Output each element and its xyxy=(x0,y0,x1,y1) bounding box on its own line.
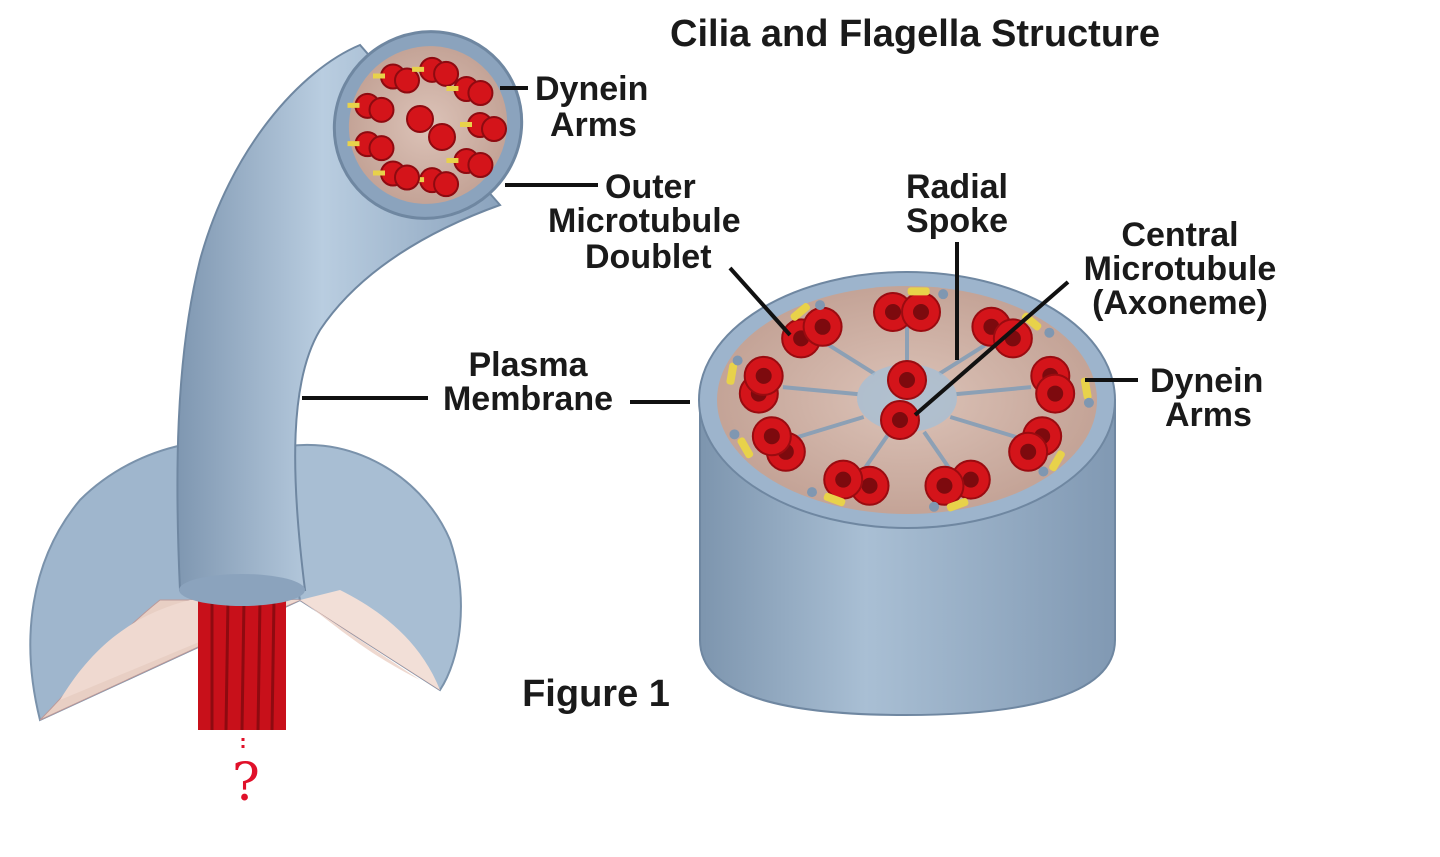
dynein-arm xyxy=(790,302,811,321)
svg-text:Arms: Arms xyxy=(550,106,637,144)
radial-spoke-line xyxy=(938,341,990,376)
membrane-link xyxy=(938,289,949,300)
label-radial-spoke: Radial Spoke xyxy=(906,168,1008,360)
doublet xyxy=(726,355,784,414)
tubule-b-lumen xyxy=(1020,443,1037,460)
cilium-tip-cross-section xyxy=(332,30,524,220)
tip-tubule xyxy=(394,67,420,94)
svg-text:Outer: Outer xyxy=(605,168,696,206)
svg-text:Dynein: Dynein xyxy=(1150,362,1263,400)
radial-spoke-line xyxy=(949,415,1017,439)
svg-text:Microtubule: Microtubule xyxy=(548,202,741,240)
svg-text:Arms: Arms xyxy=(1165,396,1252,434)
tubule-b-lumen xyxy=(913,304,929,320)
radial-spoke-line xyxy=(782,385,858,397)
svg-text:Spoke: Spoke xyxy=(906,202,1008,240)
membrane-link xyxy=(807,487,818,498)
tip-dynein xyxy=(446,157,459,163)
dynein-arm xyxy=(823,492,846,507)
tip-central xyxy=(406,105,434,133)
radial-spoke-line xyxy=(922,430,952,471)
membrane-link xyxy=(1038,466,1049,477)
membrane-link xyxy=(815,300,826,311)
tip-tubule xyxy=(467,80,494,107)
label-plasma-membrane: Plasma Membrane xyxy=(302,346,690,418)
tip-dynein xyxy=(460,122,472,127)
basal-body xyxy=(198,599,286,731)
dynein-arm xyxy=(907,287,930,296)
tip-tubule xyxy=(467,151,494,178)
doublet xyxy=(971,306,1055,359)
svg-text:Microtubule: Microtubule xyxy=(1084,250,1277,288)
tubule-b-lumen xyxy=(763,428,780,445)
dynein-arm xyxy=(737,437,754,459)
tubule-b-lumen xyxy=(1047,385,1064,402)
label-central-microtubule: Central Microtubule (Axoneme) xyxy=(913,216,1277,417)
svg-text:(Axoneme): (Axoneme) xyxy=(1092,284,1268,322)
radial-spoke-line xyxy=(797,415,865,439)
doublet xyxy=(1008,416,1065,477)
doublet xyxy=(729,416,806,472)
doublet xyxy=(781,300,843,359)
radial-spoke-line xyxy=(862,430,892,471)
outer-doublets xyxy=(726,287,1094,512)
dynein-arm xyxy=(1080,377,1092,400)
handwritten-question-mark: ? xyxy=(232,738,260,813)
label-dynein-arms-right: Dynein Arms xyxy=(1085,362,1263,434)
tubule-a-lumen xyxy=(885,304,901,320)
tubule-b-lumen xyxy=(814,318,831,335)
diagram-title: Cilia and Flagella Structure xyxy=(670,13,1160,55)
radial-spoke-line xyxy=(824,341,876,376)
doublet xyxy=(1030,355,1094,414)
tip-tubule xyxy=(368,96,395,123)
svg-text:Central: Central xyxy=(1121,216,1238,254)
tip-dynein xyxy=(412,66,425,72)
tubule-b-lumen xyxy=(755,367,772,384)
radial-spoke-line xyxy=(956,385,1032,397)
tubule-b-lumen xyxy=(835,471,852,488)
svg-text:Membrane: Membrane xyxy=(443,380,613,418)
tip-tubule xyxy=(433,171,460,198)
membrane-link xyxy=(732,355,743,366)
label-dynein-arms-top: Dynein Arms xyxy=(500,70,648,144)
doublet xyxy=(924,459,991,512)
membrane-link xyxy=(1083,397,1094,408)
membrane-link xyxy=(729,429,740,440)
figure-caption: Figure 1 xyxy=(522,673,670,715)
tubule-a-lumen xyxy=(962,471,979,488)
label-outer-microtubule-doublet: Outer Microtubule Doublet xyxy=(505,168,792,337)
tip-tubule xyxy=(368,135,395,162)
tip-dynein xyxy=(373,73,385,79)
svg-text:Dynein: Dynein xyxy=(535,70,648,108)
membrane-link xyxy=(1044,327,1055,338)
svg-text:Plasma: Plasma xyxy=(468,346,588,384)
tubule-b-lumen xyxy=(936,477,953,494)
tip-dynein xyxy=(347,141,360,147)
tip-dynein xyxy=(446,86,459,92)
svg-text:?: ? xyxy=(232,753,260,813)
tip-tubule xyxy=(433,60,460,87)
tip-dynein xyxy=(347,102,360,108)
axoneme-cylinder xyxy=(698,271,1116,717)
tip-central xyxy=(428,123,456,151)
doublet xyxy=(807,459,890,507)
tip-dynein xyxy=(373,170,385,176)
tip-microtubules xyxy=(347,56,507,198)
membrane-link xyxy=(929,501,940,512)
svg-text:Radial: Radial xyxy=(906,168,1008,206)
svg-text:Doublet: Doublet xyxy=(585,238,712,276)
dynein-arm xyxy=(1049,450,1065,472)
dynein-arm xyxy=(946,498,969,512)
central-pair xyxy=(880,360,927,440)
dynein-arm xyxy=(726,362,738,385)
doublet xyxy=(873,287,949,332)
tip-tubule xyxy=(394,164,420,191)
radial-spokes xyxy=(782,326,1032,471)
tubule-a-lumen xyxy=(861,477,878,494)
tip-tubule xyxy=(481,116,507,142)
